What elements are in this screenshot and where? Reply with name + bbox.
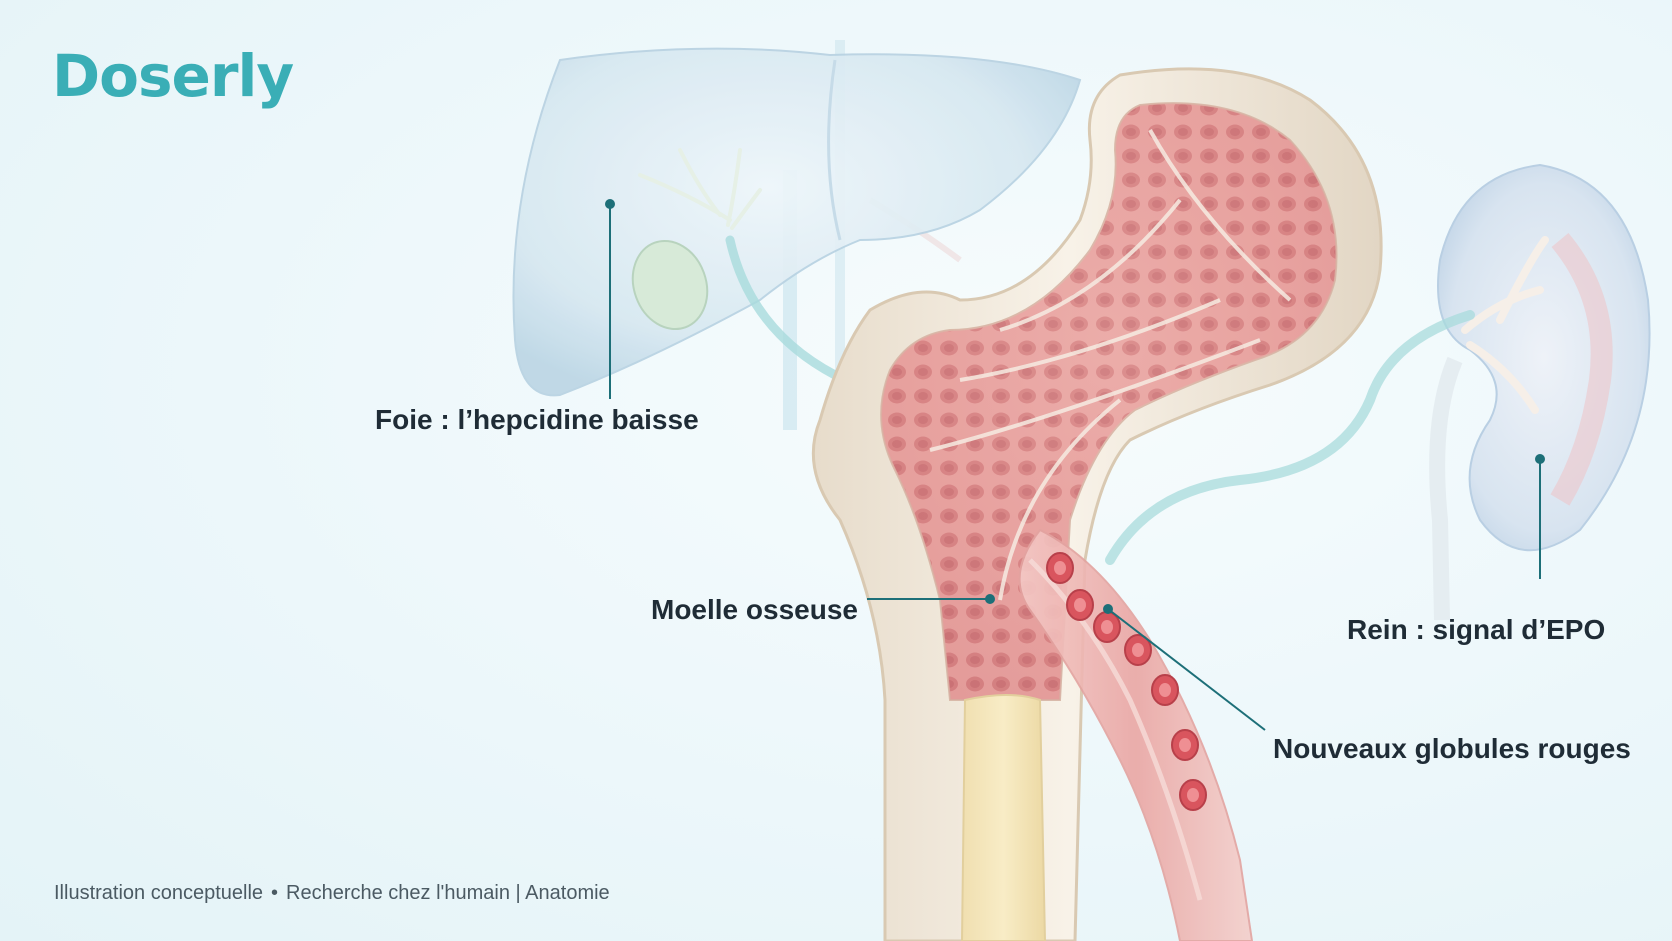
bone-marrow-label: Moelle osseuse [651, 594, 858, 625]
red-cells-marker-dot [1103, 604, 1113, 614]
footer-right-text: Recherche chez l'humain | Anatomie [286, 882, 610, 904]
footer-left-text: Illustration conceptuelle [54, 882, 264, 904]
kidney-shape [1105, 163, 1651, 621]
kidney-label: Rein : signal d’EPO [1347, 614, 1606, 645]
liver-shape [512, 47, 1082, 397]
liver-label: Foie : l’hepcidine baisse [375, 404, 699, 435]
leader-lines [609, 204, 1541, 731]
red-blood-cells-label: Nouveaux globules rouges [1273, 733, 1631, 764]
liver-marker-dot [605, 199, 615, 209]
doserly-logo: Doserly [52, 42, 294, 110]
footer-separator: • [271, 882, 279, 904]
kidney-marker-dot [1535, 454, 1545, 464]
footer-caption: Illustration conceptuelle • Recherche chez… [54, 882, 610, 905]
red-cells-leader-line [1107, 608, 1266, 731]
marrow-marker-dot [985, 594, 995, 604]
femur-bone [811, 67, 1383, 941]
